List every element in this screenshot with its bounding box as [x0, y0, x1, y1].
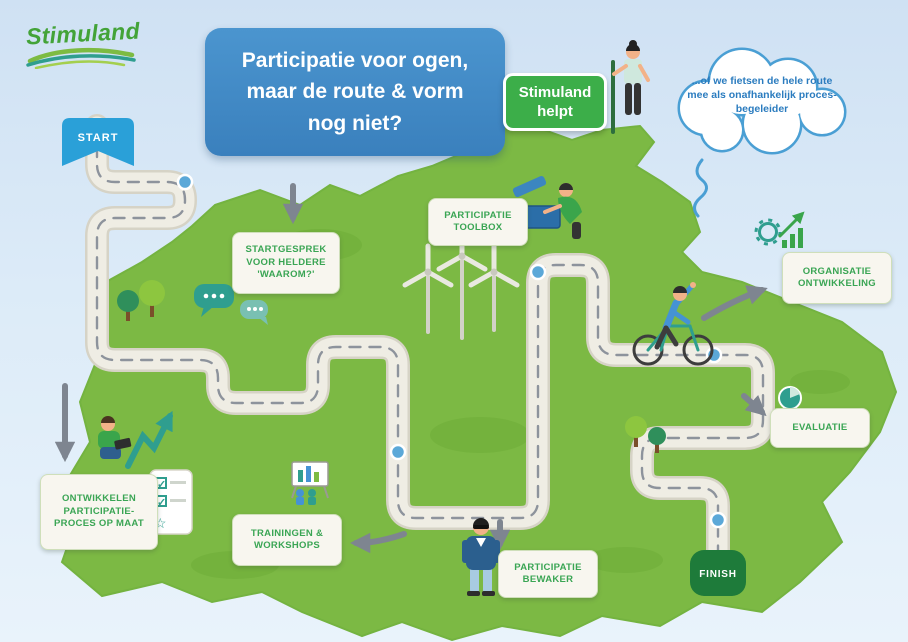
road-center-dashes [95, 124, 765, 562]
logo-text: Stimuland [25, 17, 141, 50]
sign-startgesprek: STARTGESPREK VOOR HELDERE 'WAAROM?' [232, 232, 340, 294]
finish-label: FINISH [699, 569, 737, 580]
speech-bubbles-icon [194, 284, 268, 325]
title-card: Participatie voor ogen, maar de route & … [205, 28, 505, 156]
svg-text:✓: ✓ [157, 497, 166, 509]
sign-participatie-bewaker: PARTICIPATIE BEWAKER [498, 550, 598, 598]
finish-badge: FINISH [690, 550, 746, 596]
arrow-to-evaluatie [741, 393, 767, 417]
thought-cloud [677, 47, 847, 218]
tree-icon [117, 290, 139, 321]
signpost-person-figure [611, 40, 650, 134]
cloud-text: ...of we fietsen de hele route mee als o… [687, 75, 837, 116]
start-ribbon: START [62, 118, 134, 166]
org-development-icon [754, 211, 805, 248]
sign-participatie-toolbox: PARTICIPATIE TOOLBOX [428, 198, 528, 246]
helper-badge: Stimuland helpt [503, 73, 607, 131]
sign-evaluatie: EVALUATIE [770, 408, 870, 448]
stimuland-logo: Stimuland [25, 17, 158, 74]
tree-icon [625, 416, 647, 447]
laptop-person-figure [98, 410, 173, 469]
svg-text:✓: ✓ [157, 479, 166, 491]
cyclist-figure [632, 282, 714, 366]
pie-chart-icon [778, 386, 802, 410]
start-label: START [78, 132, 119, 144]
presentation-icon [291, 461, 329, 505]
sign-trainingen-workshops: TRAININGEN & WORKSHOPS [232, 514, 342, 566]
arrow-to-trainingen [349, 531, 407, 554]
tree-icons [117, 280, 666, 453]
cloud-tail-squiggle [693, 158, 708, 218]
arrow-to-organisatie [701, 285, 768, 321]
tree-icon [648, 427, 666, 453]
logo-swoosh-icon [26, 47, 136, 70]
tree-icon [139, 280, 165, 317]
pointer-arrows [54, 183, 768, 554]
sign-organisatie-ontwikkeling: ORGANISATIE ONTWIKKELING [782, 252, 892, 304]
sign-ontwikkelen-participatieproces: ONTWIKKELEN PARTICIPATIE-PROCES OP MAAT [40, 474, 158, 550]
toolbox-person-figure [512, 175, 582, 239]
route-road [85, 114, 775, 572]
